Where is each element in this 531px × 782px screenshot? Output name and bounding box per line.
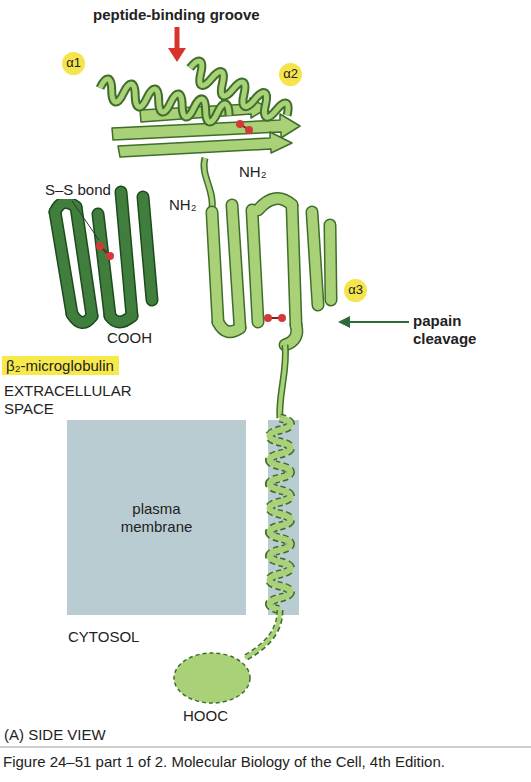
node-text: α3	[348, 283, 363, 298]
region-label: CYTOSOL	[67, 628, 140, 646]
chain-link	[204, 158, 212, 210]
transmembrane-chain	[245, 345, 291, 658]
membrane-block: plasma membrane	[67, 420, 246, 615]
papain-arrow	[338, 316, 409, 328]
domain-badge: α2	[279, 63, 302, 86]
bond-label: S–S bond	[44, 181, 112, 199]
leader-line	[72, 201, 99, 240]
node-text: plasma membrane	[102, 500, 212, 535]
domain-badge: α3	[344, 279, 367, 302]
terminus-label: NH₂	[168, 196, 198, 214]
groove-arrow	[168, 27, 186, 62]
terminus-label: COOH	[106, 329, 153, 347]
alpha3-domain	[212, 199, 331, 345]
caption-rule	[0, 747, 531, 748]
disulfide-bond	[96, 242, 114, 260]
cleavage-label: papain cleavage	[412, 312, 504, 348]
node-text: α2	[283, 67, 298, 82]
disulfide-bond	[264, 314, 286, 322]
beta2m-domain	[55, 192, 152, 323]
panel-label: (A) SIDE VIEW	[3, 726, 107, 744]
terminus-label: HOOC	[182, 707, 229, 725]
figure-caption: Figure 24–51 part 1 of 2. Molecular Biol…	[3, 753, 445, 771]
disulfide-bond	[236, 120, 253, 134]
cytosolic-tail	[174, 653, 250, 703]
terminus-label: NH₂	[238, 163, 268, 181]
region-label: EXTRACELLULAR SPACE	[3, 382, 133, 418]
alpha2-helix	[185, 59, 291, 125]
domain-badge: α1	[62, 52, 85, 75]
node-text: α1	[66, 56, 81, 71]
node-text: β₂-microglobulin	[6, 357, 115, 374]
highlight-label: β₂-microglobulin	[2, 356, 119, 375]
title-callout: peptide-binding groove	[92, 6, 261, 24]
